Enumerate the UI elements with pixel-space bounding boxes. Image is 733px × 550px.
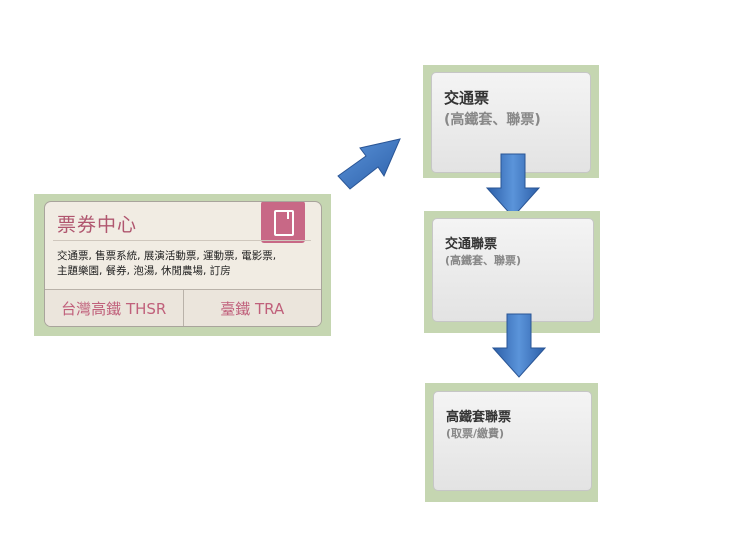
flow-step-3-subtitle: (取票/繳費) bbox=[446, 427, 505, 440]
ticket-center-tabs: 台灣高鐵 THSR 臺鐵 TRA bbox=[45, 289, 321, 326]
flow-step-2[interactable]: 交通聯票 (高鐵套、聯票) bbox=[432, 218, 594, 322]
flow-step-2-subtitle: (高鐵套、聯票) bbox=[445, 254, 522, 267]
description-line: 主題樂園, 餐券, 泡湯, 休閒農場, 訂房 bbox=[57, 265, 231, 277]
tab-thsr[interactable]: 台灣高鐵 THSR bbox=[61, 299, 167, 318]
ticket-center-card[interactable]: 票券中心 交通票, 售票系統, 展演活動票, 運動票, 電影票, 主題樂園, 餐… bbox=[44, 201, 322, 327]
flow-step-2-title: 交通聯票 bbox=[445, 237, 498, 252]
ticket-center-frame: 票券中心 交通票, 售票系統, 展演活動票, 運動票, 電影票, 主題樂園, 餐… bbox=[34, 194, 331, 336]
ticket-center-title: 票券中心 bbox=[57, 214, 138, 236]
flow-step-1[interactable]: 交通票 (高鐵套、聯票) bbox=[431, 72, 591, 173]
divider bbox=[53, 240, 311, 241]
flow-step-1-frame: 交通票 (高鐵套、聯票) bbox=[423, 65, 599, 178]
ticket-center-description: 交通票, 售票系統, 展演活動票, 運動票, 電影票, 主題樂園, 餐券, 泡湯… bbox=[57, 249, 312, 279]
down-arrow-icon bbox=[491, 313, 547, 378]
description-line: 交通票, 售票系統, 展演活動票, 運動票, 電影票, bbox=[57, 250, 277, 262]
flow-step-3-title: 高鐵套聯票 bbox=[446, 410, 512, 425]
flow-step-3[interactable]: 高鐵套聯票 (取票/繳費) bbox=[433, 391, 592, 491]
flow-step-3-frame: 高鐵套聯票 (取票/繳費) bbox=[425, 383, 598, 502]
flow-step-1-title: 交通票 bbox=[444, 89, 490, 107]
diagonal-arrow-icon bbox=[337, 138, 401, 190]
flow-step-1-subtitle: (高鐵套、聯票) bbox=[444, 112, 541, 128]
document-icon[interactable] bbox=[261, 202, 305, 243]
flow-step-2-frame: 交通聯票 (高鐵套、聯票) bbox=[424, 211, 600, 333]
tab-tra[interactable]: 臺鐵 TRA bbox=[182, 290, 322, 326]
down-arrow-icon bbox=[485, 153, 541, 218]
